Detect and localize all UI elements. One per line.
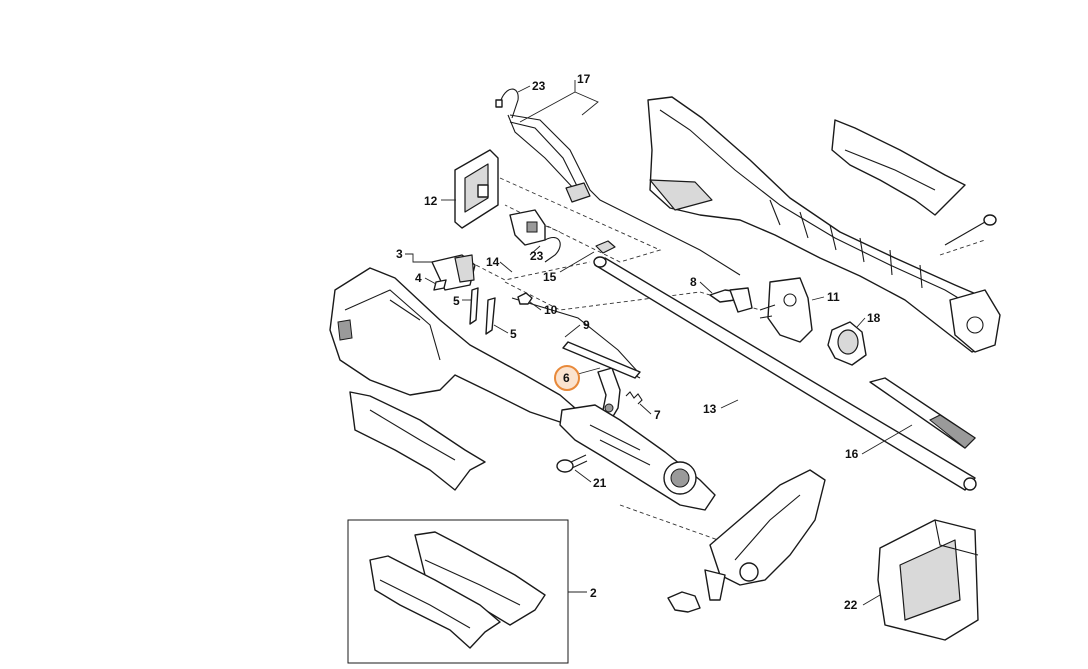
part-label-11[interactable]: 11 xyxy=(827,290,840,304)
star-knob xyxy=(667,591,701,613)
bearing-ring xyxy=(827,321,867,366)
cable-tie-top xyxy=(495,88,519,119)
part-label-3[interactable]: 3 xyxy=(396,247,403,261)
shaft-tube xyxy=(593,256,977,491)
spring xyxy=(625,391,643,405)
part-label-15[interactable]: 15 xyxy=(543,270,557,284)
part-label-14[interactable]: 14 xyxy=(486,255,500,269)
part-label-9[interactable]: 9 xyxy=(583,318,590,332)
part-label-4[interactable]: 4 xyxy=(415,271,422,285)
part-label-21[interactable]: 21 xyxy=(593,476,607,490)
switch-housing xyxy=(759,277,813,343)
long-screw xyxy=(944,214,997,246)
loop-handle xyxy=(704,469,826,601)
handle-tube-housing xyxy=(559,404,716,511)
part-label-13[interactable]: 13 xyxy=(703,402,717,416)
inset-box-part-2 xyxy=(347,519,569,664)
part-label-18[interactable]: 18 xyxy=(867,311,881,325)
part-label-6[interactable]: 6 xyxy=(563,371,570,385)
battery-housing xyxy=(877,519,979,641)
assembly-guide-lines xyxy=(469,177,1001,556)
switch-board xyxy=(454,149,499,229)
part-label-2[interactable]: 2 xyxy=(590,586,597,600)
connector-clip xyxy=(709,287,753,313)
trigger-lever xyxy=(597,367,621,419)
part-label-5[interactable]: 5 xyxy=(453,294,460,308)
cable-loop xyxy=(507,114,741,276)
part-label-12[interactable]: 12 xyxy=(424,194,438,208)
cap-plug xyxy=(595,240,616,254)
part-label-10[interactable]: 10 xyxy=(544,303,558,317)
part-label-16[interactable]: 16 xyxy=(845,447,859,461)
bolt xyxy=(556,454,588,473)
throttle-lever-parts xyxy=(431,254,496,335)
drive-shaft xyxy=(869,377,976,449)
rear-handle-housing xyxy=(647,96,1001,353)
part-label-5[interactable]: 5 xyxy=(510,327,517,341)
part-label-23[interactable]: 23 xyxy=(532,79,546,93)
foam-grip xyxy=(349,391,486,491)
front-housing xyxy=(329,267,576,423)
part-label-23[interactable]: 23 xyxy=(530,249,544,263)
part-label-7[interactable]: 7 xyxy=(654,408,661,422)
part-label-17[interactable]: 17 xyxy=(577,72,591,86)
rod xyxy=(511,297,641,379)
nut xyxy=(517,292,533,305)
connector-plug xyxy=(509,209,561,263)
part-labels: 2 3 4 5 5 6 7 8 9 10 11 12 13 14 15 16 1… xyxy=(396,72,881,612)
part-label-8[interactable]: 8 xyxy=(690,275,697,289)
highlight-ring-part-6 xyxy=(554,365,580,391)
part-label-22[interactable]: 22 xyxy=(844,598,858,612)
leader-lines xyxy=(405,80,913,606)
handle-cover-strip xyxy=(831,119,966,216)
